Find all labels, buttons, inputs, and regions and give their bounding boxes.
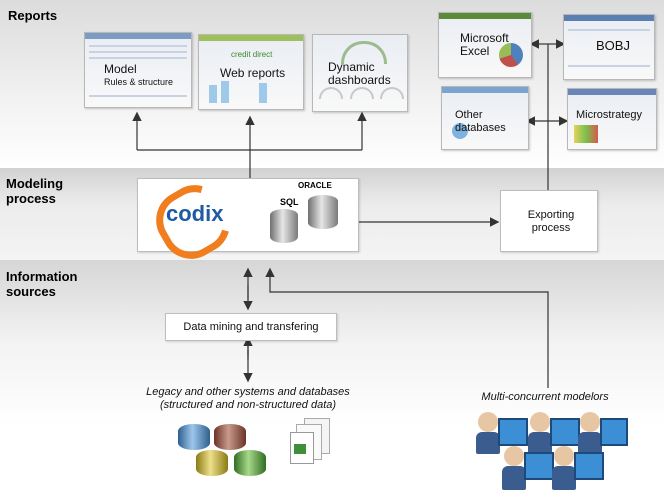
dashboards-thumbnail (312, 34, 408, 112)
data-mining-box: Data mining and transfering (165, 313, 337, 341)
exporting-process-box: Exporting process (500, 190, 598, 252)
legacy-caption: Legacy and other systems and databases (… (146, 386, 350, 411)
other-databases-label: Other databases (455, 109, 506, 134)
other-databases-thumbnail (441, 86, 529, 150)
modelors-users-icon (476, 408, 628, 494)
dashboards-label: Dynamic dashboards (328, 60, 391, 87)
database-blue-icon (178, 424, 210, 450)
excel-thumbnail (438, 12, 532, 78)
documents-icon (290, 418, 330, 466)
bobj-thumbnail (563, 14, 655, 80)
data-mining-label: Data mining and transfering (183, 321, 319, 333)
modeling-process-box: codix SQL ORACLE (137, 174, 359, 270)
section-title-modeling: Modeling process (6, 176, 64, 206)
sql-label: SQL (280, 197, 299, 207)
exporting-label: Exporting process (527, 209, 575, 234)
web-reports-label: Web reports (220, 66, 286, 80)
database-red-icon (214, 424, 246, 450)
bobj-label: BOBJ (596, 38, 630, 53)
modelors-caption: Multi-concurrent modelors (481, 391, 609, 403)
codix-logo: codix (166, 201, 224, 226)
section-title-info: Information sources (6, 269, 78, 299)
excel-label: Microsoft Excel (460, 31, 509, 58)
database-green-icon (234, 450, 266, 476)
section-title-reports: Reports (8, 8, 58, 23)
model-sublabel: Rules & structure (104, 77, 174, 87)
database-yellow-icon (196, 450, 228, 476)
sql-database-icon (270, 209, 298, 243)
web-reports-thumbnail: credit direct (198, 34, 304, 110)
web-brand-label: credit direct (231, 50, 273, 59)
model-label: Model (104, 62, 137, 76)
oracle-database-icon (308, 195, 338, 229)
microstrategy-thumbnail (567, 88, 657, 150)
microstrategy-label: Microstrategy (576, 109, 643, 121)
model-report-thumbnail (84, 32, 192, 108)
oracle-label: ORACLE (298, 181, 332, 190)
